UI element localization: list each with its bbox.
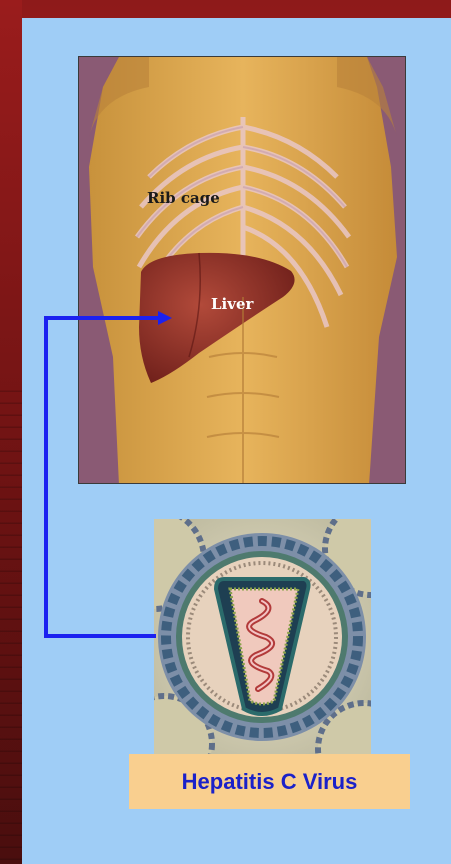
torso-anatomy-image: Rib cage Liver bbox=[78, 56, 406, 484]
virus-illustration-svg bbox=[154, 519, 371, 754]
virus-caption: Hepatitis C Virus bbox=[182, 769, 358, 795]
torso-anatomy-svg: Rib cage Liver bbox=[79, 57, 406, 484]
slide-left-stripes bbox=[0, 380, 22, 864]
virus-caption-box: Hepatitis C Virus bbox=[129, 754, 410, 809]
rib-cage-label: Rib cage bbox=[147, 189, 220, 207]
hepatitis-c-virus-image bbox=[154, 519, 371, 754]
liver-label: Liver bbox=[211, 295, 255, 313]
